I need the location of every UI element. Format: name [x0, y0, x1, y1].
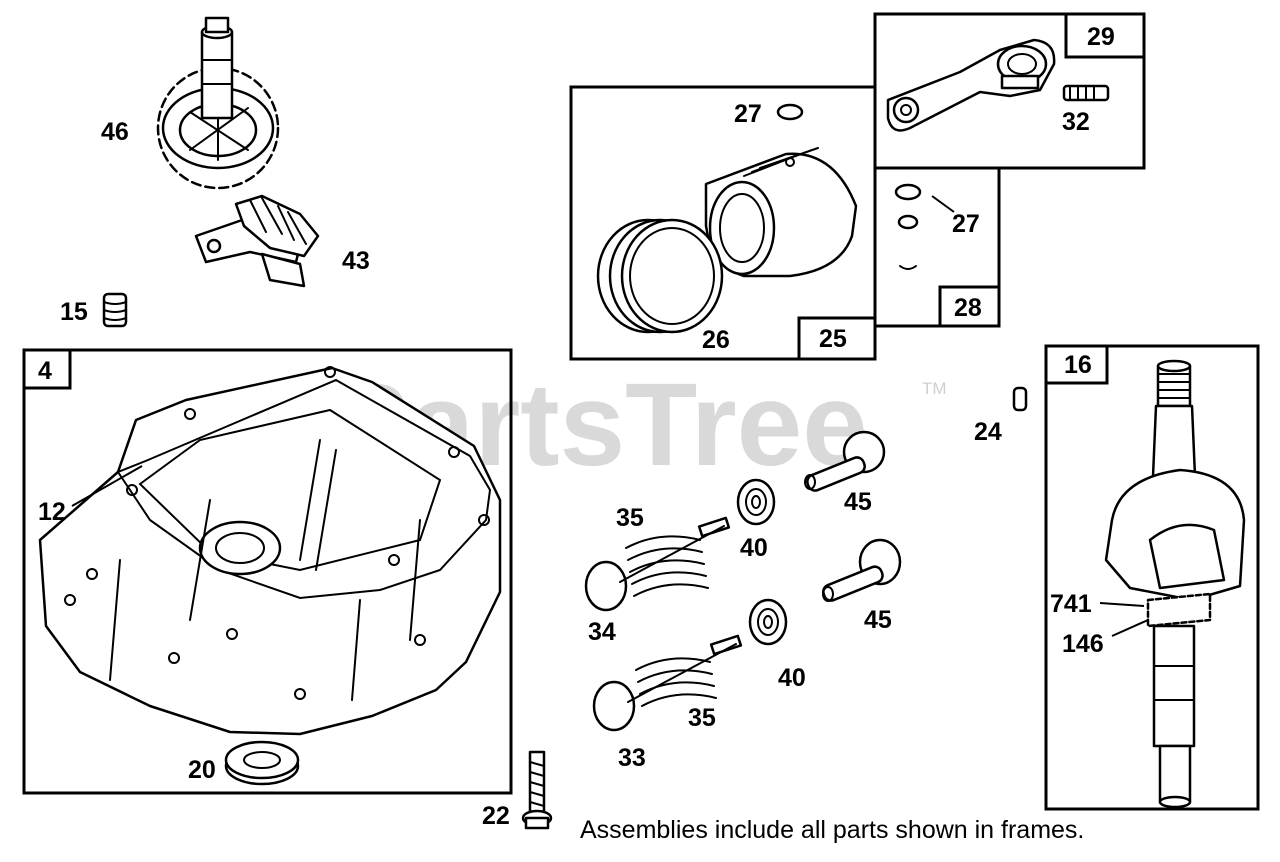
callout-labels: 46 43 15 12 20 22 27 26 27 32 24 45 35 4… — [38, 100, 1104, 830]
callout-27b: 27 — [952, 210, 980, 238]
frame-29: 29 — [873, 12, 1146, 170]
callout-146: 146 — [1062, 630, 1104, 658]
cam-gear-icon[interactable] — [156, 16, 280, 190]
callout-12-leader — [71, 465, 143, 507]
callout-27a: 27 — [734, 100, 762, 128]
retainer-clip-icon[interactable] — [894, 183, 922, 270]
callout-45a: 45 — [844, 488, 872, 516]
valve-icon[interactable] — [804, 430, 886, 493]
frame-4-label: 4 — [38, 357, 52, 385]
callout-45b: 45 — [864, 606, 892, 634]
frame-29-label: 29 — [1087, 23, 1115, 51]
callout-24: 24 — [974, 418, 1002, 446]
frame-16-label: 16 — [1064, 351, 1092, 379]
pin-icon[interactable] — [1012, 386, 1028, 412]
callout-22: 22 — [482, 802, 510, 830]
callout-741: 741 — [1050, 590, 1092, 618]
piston-icon[interactable] — [704, 147, 858, 278]
frame-28-label: 28 — [954, 294, 982, 322]
oil-seal-icon[interactable] — [224, 740, 300, 786]
callout-12: 12 — [38, 498, 66, 526]
callout-35a: 35 — [616, 504, 644, 532]
crankcase-cover-icon[interactable] — [38, 366, 502, 736]
spring-retainer-icon[interactable] — [736, 478, 776, 526]
valve-icon[interactable] — [821, 538, 902, 603]
callout-20: 20 — [188, 756, 216, 784]
callout-32: 32 — [1062, 108, 1090, 136]
callout-26: 26 — [702, 326, 730, 354]
frame-16: 16 — [1044, 344, 1260, 811]
spring-icon[interactable] — [102, 292, 128, 328]
frame-4: 4 — [22, 348, 513, 795]
callout-40a: 40 — [740, 534, 768, 562]
callout-34: 34 — [588, 618, 616, 646]
piston-rings-icon[interactable] — [596, 218, 724, 334]
valve-spring-icon[interactable] — [625, 516, 731, 597]
frame-28: 28 — [873, 166, 1001, 328]
spring-retainer-icon[interactable] — [748, 598, 788, 646]
callout-15: 15 — [60, 298, 88, 326]
valve-spring-icon[interactable] — [635, 634, 743, 707]
callout-35b: 35 — [688, 704, 716, 732]
frame-25-label: 25 — [819, 325, 847, 353]
callout-46: 46 — [101, 118, 129, 146]
callout-43: 43 — [342, 247, 370, 275]
watermark-trademark: TM — [922, 379, 947, 398]
callout-146-leader — [1111, 619, 1149, 637]
callout-40b: 40 — [778, 664, 806, 692]
callout-741-leader — [1099, 602, 1145, 607]
bolt-icon[interactable] — [521, 750, 553, 830]
connecting-rod-icon[interactable] — [886, 38, 1056, 132]
valve-icon[interactable] — [592, 643, 737, 732]
crankshaft-icon[interactable] — [1104, 359, 1246, 809]
callout-27b-leader — [931, 195, 955, 213]
valve-icon[interactable] — [584, 525, 725, 612]
retainer-clip-icon[interactable] — [776, 103, 804, 121]
callout-33: 33 — [618, 744, 646, 772]
screw-icon[interactable] — [1062, 84, 1110, 102]
assemblies-note: Assemblies include all parts shown in fr… — [580, 816, 1084, 844]
governor-assembly-icon[interactable] — [194, 194, 320, 288]
